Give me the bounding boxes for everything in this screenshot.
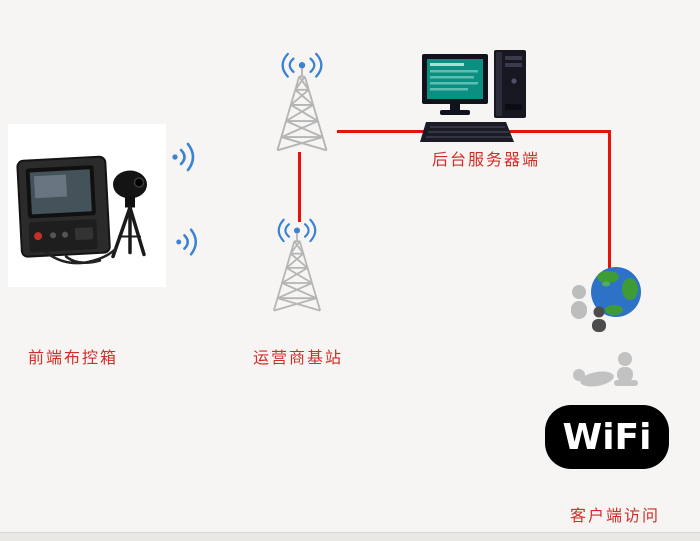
desktop-computer-icon	[420, 50, 526, 142]
connector-tower-to-tower	[298, 152, 301, 222]
globe-icon	[591, 267, 641, 317]
surveillance-kit-illustration	[16, 155, 147, 265]
monitor	[422, 54, 488, 115]
globe-users-icon	[571, 267, 641, 332]
ptz-camera	[113, 170, 147, 208]
users-group-icon	[573, 352, 638, 387]
cables	[44, 247, 118, 265]
cell-tower-icon	[262, 52, 342, 156]
client-label: 客户端访问	[570, 506, 661, 525]
base-station-label: 运营商基站	[253, 348, 344, 367]
server-label: 后台服务器端	[432, 150, 541, 169]
wifi-logo-text: WiFi	[562, 416, 652, 458]
wireless-signal-icon	[176, 228, 198, 256]
power-button	[34, 232, 43, 241]
front-box-photo	[8, 124, 166, 287]
tripod	[111, 205, 146, 259]
user-silhouette	[571, 285, 587, 319]
wireless-signal-icon	[172, 142, 195, 172]
control-case	[16, 155, 111, 258]
bottom-strip	[0, 532, 700, 541]
computer-case	[494, 50, 526, 118]
wifi-logo: WiFi	[545, 405, 669, 469]
cell-tower-icon	[259, 218, 335, 316]
user-silhouette-dark	[592, 306, 606, 332]
connector-server-to-client	[608, 130, 611, 278]
keyboard	[420, 122, 514, 142]
front-box-label: 前端布控箱	[28, 348, 119, 367]
